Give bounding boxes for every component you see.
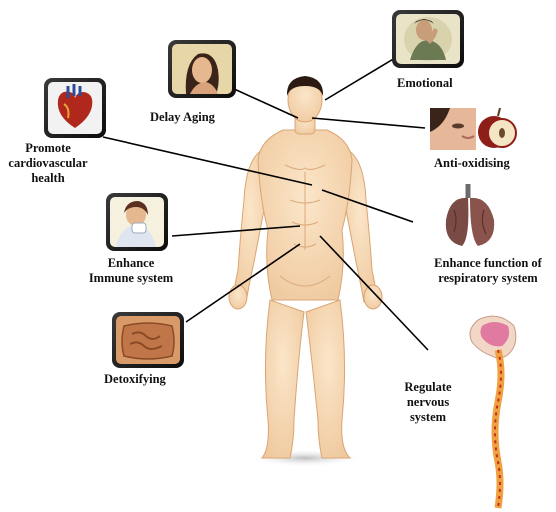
heart-icon: [44, 78, 106, 138]
label-detoxifying: Detoxifying: [104, 372, 166, 387]
distressed-woman-icon: [392, 10, 464, 68]
label-cardiovascular: Promote cardiovascular health: [0, 141, 96, 186]
young-woman-icon: [168, 40, 236, 98]
sick-person-icon: [106, 193, 168, 251]
intestines-icon: [112, 312, 184, 368]
face-and-apple-icon: [428, 106, 526, 152]
label-anti-oxidising: Anti-oxidising: [434, 156, 510, 171]
label-delay-aging: Delay Aging: [150, 110, 215, 125]
line-emotional: [325, 55, 400, 100]
lungs-icon: [446, 184, 494, 246]
human-figure: [229, 78, 382, 458]
label-nervous: Regulate nervous system: [388, 380, 468, 425]
label-emotional: Emotional: [397, 76, 453, 91]
label-respiratory: Enhance function of respiratory system: [420, 256, 556, 286]
label-immune: Enhance Immune system: [66, 256, 196, 286]
line-anti-oxidising: [312, 118, 425, 128]
spine-and-brain-icon: [470, 316, 516, 508]
